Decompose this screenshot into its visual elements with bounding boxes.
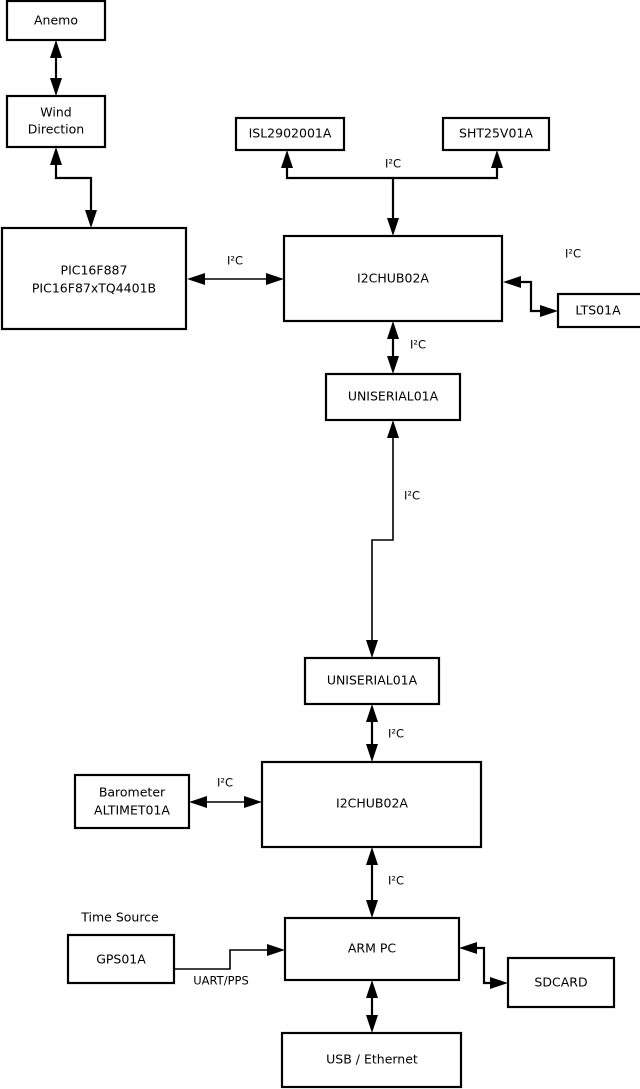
edge-pic-to-wind-direction xyxy=(50,147,97,228)
node-pic[interactable]: PIC16F887 PIC16F87xTQ4401B xyxy=(0,226,188,331)
node-sdcard[interactable]: SDCARD xyxy=(506,956,616,1009)
node-usb-ethernet-label: USB / Ethernet xyxy=(326,1052,418,1067)
node-i2chub02a-bottom-label: I2CHUB02A xyxy=(336,796,408,811)
node-sht25v01a[interactable]: SHT25V01A xyxy=(441,116,551,152)
node-isl2902001a-label: ISL2902001A xyxy=(249,126,332,141)
node-barometer-box[interactable] xyxy=(73,773,191,830)
node-sht25v01a-label: SHT25V01A xyxy=(459,126,533,141)
edge-arm-to-usb-ethernet xyxy=(366,980,378,1033)
node-i2chub02a-bottom[interactable]: I2CHUB02A xyxy=(260,760,483,849)
edge-anemo-wind-direction xyxy=(50,40,62,96)
node-wind-direction-box[interactable] xyxy=(5,94,107,149)
edge-label-uniserial-to-hub-bottom: I²C xyxy=(388,727,404,741)
node-i2chub02a-top-label: I2CHUB02A xyxy=(357,271,429,286)
node-gps01a-label: GPS01A xyxy=(96,952,146,967)
node-arm-pc[interactable]: ARM PC xyxy=(283,916,461,982)
edge-hub-top-to-lts: I²C xyxy=(503,247,581,317)
edge-pic-to-hub-top: I²C xyxy=(187,254,284,285)
node-anemo-box[interactable] xyxy=(5,0,107,42)
node-i2chub02a-top-box[interactable] xyxy=(282,234,504,323)
edge-label-hub-to-lts: I²C xyxy=(565,247,581,261)
edge-label-pic-to-hub: I²C xyxy=(227,254,243,268)
node-sdcard-label: SDCARD xyxy=(534,975,587,990)
node-anemo[interactable]: Anemo xyxy=(5,0,107,42)
node-barometer-label-line1: Barometer xyxy=(99,785,166,800)
node-isl2902001a[interactable]: ISL2902001A xyxy=(234,116,346,152)
edge-hub-bottom-to-arm: I²C xyxy=(366,847,404,918)
label-time-source: Time Source xyxy=(80,910,159,925)
node-wind-direction-label-line2: Direction xyxy=(28,122,84,137)
node-arm-pc-label: ARM PC xyxy=(348,941,397,956)
edge-hub-top-to-sensors: I²C xyxy=(281,150,503,236)
edge-label-uniserial-link: I²C xyxy=(404,489,420,503)
node-i2chub02a-top[interactable]: I2CHUB02A xyxy=(282,234,504,323)
node-uniserial01a-bottom[interactable]: UNISERIAL01A xyxy=(303,656,441,706)
node-sdcard-box[interactable] xyxy=(506,956,616,1009)
edge-label-hub-to-uniserial: I²C xyxy=(410,338,426,352)
edge-gps-to-arm: UART/PPS xyxy=(174,944,285,988)
node-isl2902001a-box[interactable] xyxy=(234,116,346,152)
node-wind-direction-label-line1: Wind xyxy=(40,105,71,120)
node-barometer-label-line2: ALTIMET01A xyxy=(94,803,170,818)
node-lts01a-label: LTS01A xyxy=(575,303,621,318)
edge-hub-top-to-uniserial-top: I²C xyxy=(387,321,426,374)
edge-arm-to-sdcard xyxy=(459,942,508,989)
edge-label-gps-to-arm: UART/PPS xyxy=(193,974,249,988)
node-barometer[interactable]: Barometer ALTIMET01A xyxy=(73,773,191,830)
node-uniserial01a-top-box[interactable] xyxy=(324,372,462,422)
edge-barometer-to-hub-bottom: I²C xyxy=(189,776,262,808)
node-pic-label-line1: PIC16F887 xyxy=(61,263,128,278)
node-usb-ethernet[interactable]: USB / Ethernet xyxy=(280,1031,463,1089)
node-pic-label-line2: PIC16F87xTQ4401B xyxy=(32,281,156,296)
edge-uniserial-bottom-to-hub-bottom: I²C xyxy=(366,704,404,762)
node-lts01a-box[interactable] xyxy=(556,292,640,329)
node-wind-direction[interactable]: Wind Direction xyxy=(5,94,107,149)
node-usb-ethernet-box[interactable] xyxy=(280,1031,463,1089)
node-sht25v01a-box[interactable] xyxy=(441,116,551,152)
node-arm-pc-box[interactable] xyxy=(283,916,461,982)
node-uniserial01a-top-label: UNISERIAL01A xyxy=(348,389,439,404)
node-i2chub02a-bottom-box[interactable] xyxy=(260,760,483,849)
node-gps01a-box[interactable] xyxy=(66,933,176,985)
node-anemo-label: Anemo xyxy=(34,13,78,28)
edge-label-hub-to-sensors: I²C xyxy=(385,157,401,171)
edge-label-barometer-to-hub: I²C xyxy=(217,776,233,790)
node-uniserial01a-top[interactable]: UNISERIAL01A xyxy=(324,372,462,422)
node-uniserial01a-bottom-box[interactable] xyxy=(303,656,441,706)
node-lts01a[interactable]: LTS01A xyxy=(556,292,640,329)
node-uniserial01a-bottom-label: UNISERIAL01A xyxy=(327,673,418,688)
edge-uniserial-link: I²C xyxy=(366,420,420,658)
edge-label-hub-bottom-to-arm: I²C xyxy=(388,874,404,888)
node-gps01a[interactable]: GPS01A xyxy=(66,933,176,985)
node-pic-box[interactable] xyxy=(0,226,188,331)
